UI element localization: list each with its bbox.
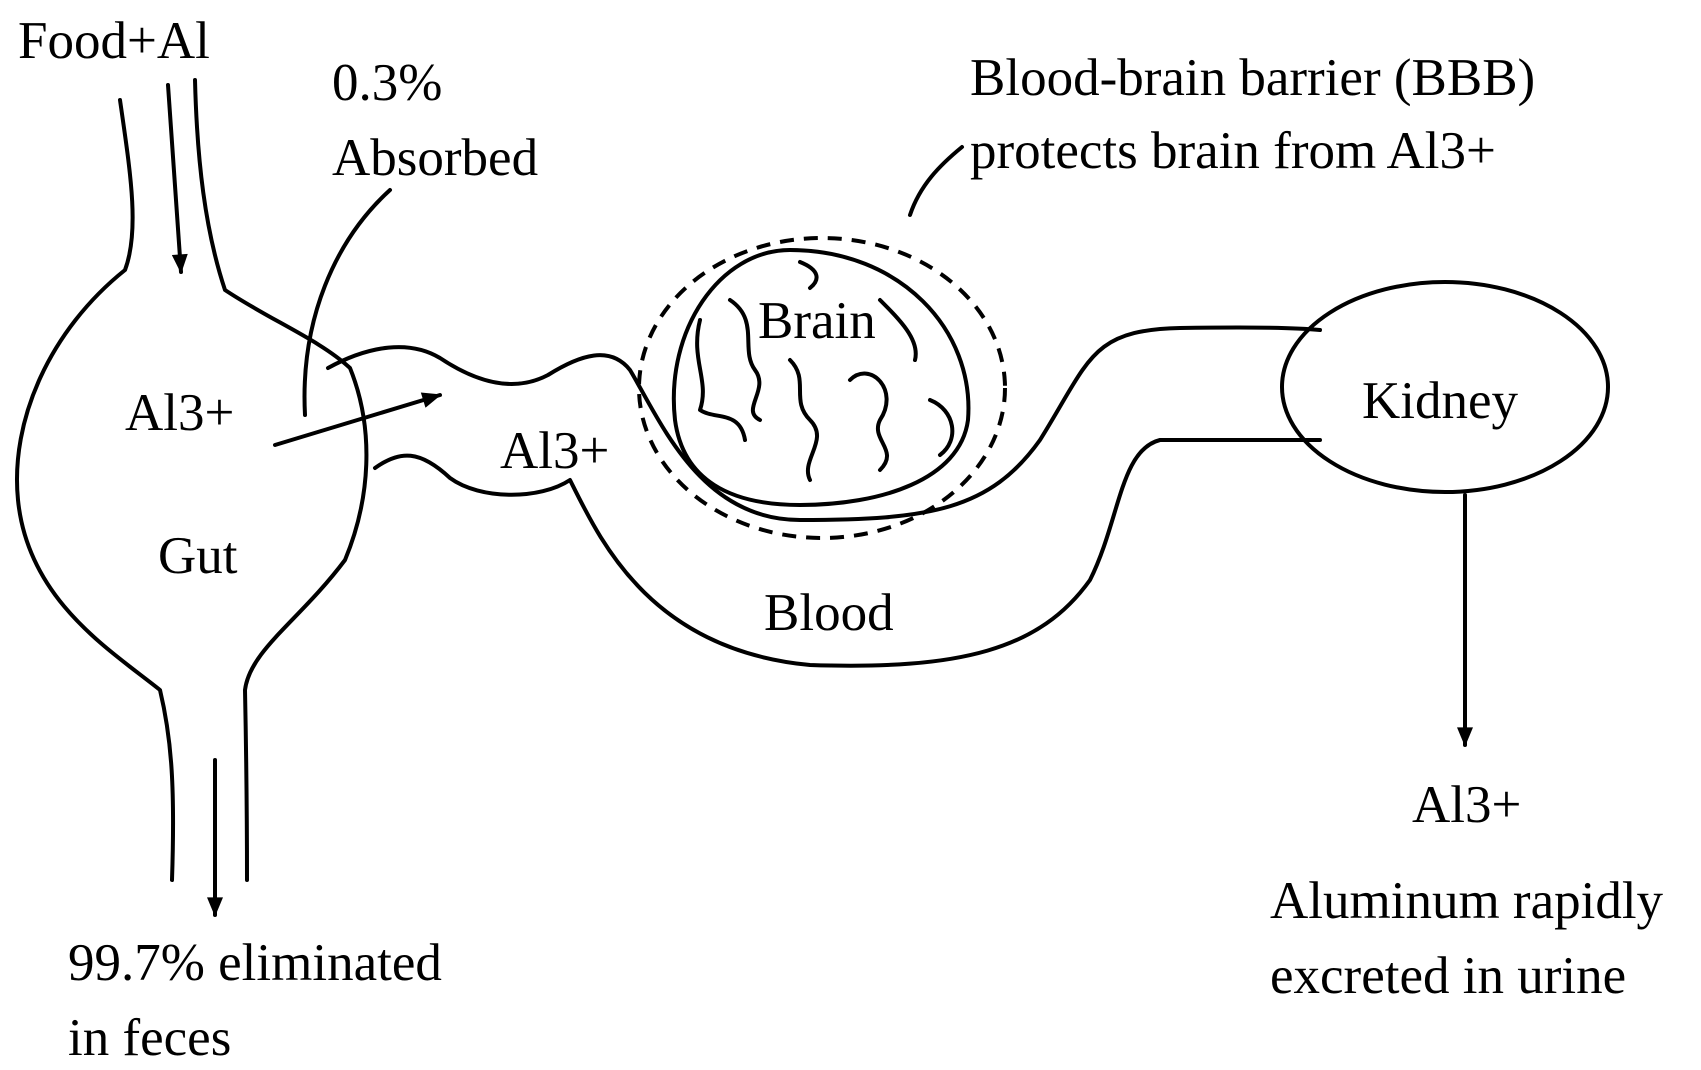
brain-outline xyxy=(674,250,969,505)
gut-label: Gut xyxy=(158,527,238,585)
absorbed-percent-label: 0.3% xyxy=(332,54,442,112)
bbb-label-line2: protects brain from Al3+ xyxy=(970,122,1496,180)
blood-label: Blood xyxy=(764,584,894,642)
brain-label: Brain xyxy=(758,292,876,350)
absorbed-label: Absorbed xyxy=(332,129,538,187)
gut-ion-label: Al3+ xyxy=(125,384,234,442)
absorbed-leader-line xyxy=(305,190,390,415)
feces-label-line2: in feces xyxy=(68,1009,231,1067)
blood-ion-label: Al3+ xyxy=(500,422,609,480)
food-in-label: Food+Al xyxy=(18,12,210,70)
urine-label-line2: excreted in urine xyxy=(1270,947,1626,1005)
bbb-leader-line xyxy=(910,147,962,215)
bbb-label-line1: Blood-brain barrier (BBB) xyxy=(970,49,1535,107)
blood-brain-barrier xyxy=(639,238,1005,538)
urine-ion-label: Al3+ xyxy=(1412,776,1521,834)
gut-outline-left xyxy=(17,100,173,880)
food-in-arrow xyxy=(168,85,181,272)
feces-label-line1: 99.7% eliminated xyxy=(68,934,442,992)
urine-label-line1: Aluminum rapidly xyxy=(1270,872,1664,930)
kidney-label: Kidney xyxy=(1362,372,1519,430)
gut-outline-right xyxy=(195,80,366,880)
absorption-arrow xyxy=(275,395,440,445)
